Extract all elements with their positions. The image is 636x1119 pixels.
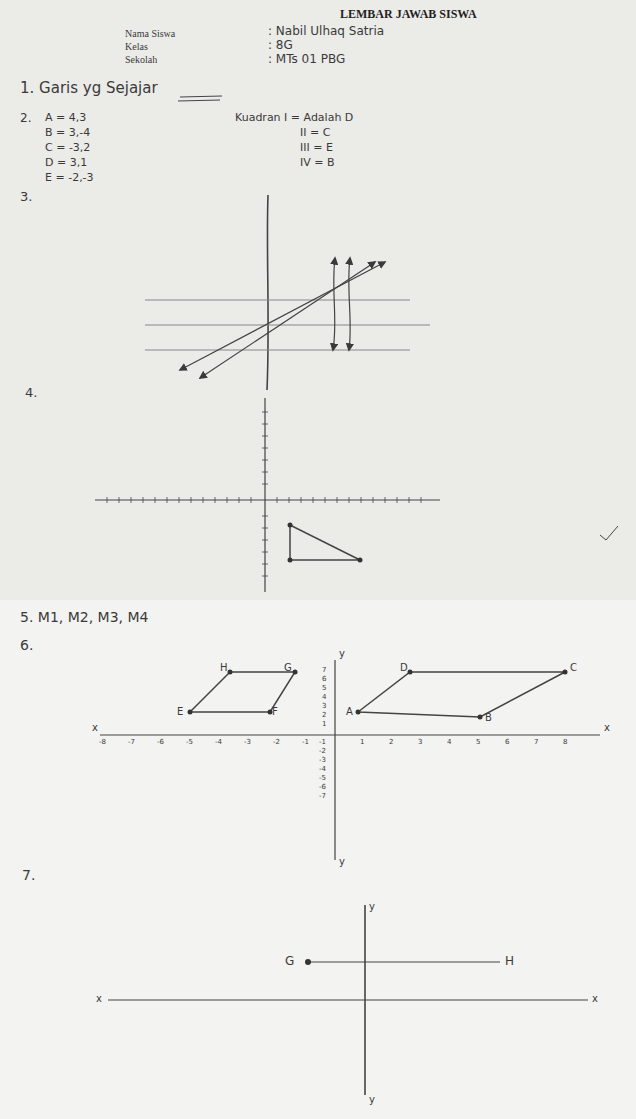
answer-text: D = 3,1 [45,157,87,169]
point-label: H [220,662,228,673]
point-label: C [570,662,577,673]
point-label: B [485,712,492,723]
tick-number: -8 [99,739,106,747]
tick-number: 1 [322,721,326,729]
sheet-title: LEMBAR JAWAB SISWA [340,8,477,21]
answer-text: Kuadran I = Adalah D [235,112,353,124]
axis-label: x [604,722,610,733]
tick-number: 6 [322,676,326,684]
tick-number: -3 [244,739,251,747]
tick-number: -2 [319,748,326,756]
tick-number: 2 [389,739,393,747]
axis-label: x [592,993,598,1004]
point-label: G [285,955,294,968]
answer-text: III = E [300,142,333,154]
point-label: H [505,955,514,968]
tick-number: -6 [157,739,164,747]
field-value: : 8G [268,39,293,52]
tick-number: -4 [215,739,222,747]
tick-number: 3 [322,703,326,711]
tick-number: 7 [322,667,326,675]
point-label: G [284,662,292,673]
tick-number: -4 [319,766,326,774]
point-label: F [272,706,278,717]
axis-label: x [96,993,102,1004]
answer-text: II = C [300,127,330,139]
point-label: A [346,706,353,717]
tick-number: -5 [186,739,193,747]
question-number: 7. [22,868,35,883]
tick-number: -5 [319,775,326,783]
tick-number: 5 [476,739,480,747]
tick-number: -7 [128,739,135,747]
question-number: 6. [20,638,33,653]
tick-number: 4 [322,694,326,702]
field-name: Nama Siswa [125,28,175,39]
answer-text: E = -2,-3 [45,172,94,184]
answer-text: C = -3,2 [45,142,90,154]
axis-label: y [369,901,375,912]
tick-number: 2 [322,712,326,720]
point-label: E [177,706,183,717]
answer-text: A = 4,3 [45,112,86,124]
tick-number: -6 [319,784,326,792]
tick-number: 4 [447,739,451,747]
tick-number: 3 [418,739,422,747]
axis-label: x [92,722,98,733]
field-name: Sekolah [125,54,157,65]
tick-number: 8 [563,739,567,747]
axis-label: y [369,1094,375,1105]
axis-label: y [339,648,345,659]
point-label: D [400,662,408,673]
axis-label: y [339,856,345,867]
question-number: 2. [20,112,31,125]
tick-number: -1 [319,739,326,747]
tick-number: 1 [360,739,364,747]
tick-number: 6 [505,739,509,747]
question-number: 3. [20,190,32,204]
tick-number: -2 [273,739,280,747]
tick-number: -1 [302,739,309,747]
answer-text: 5. M1, M2, M3, M4 [20,610,148,625]
field-value: : Nabil Ulhaq Satria [268,25,384,38]
tick-number: 5 [322,685,326,693]
field-value: : MTs 01 PBG [268,53,345,66]
field-name: Kelas [125,41,148,52]
answer-text: 1. Garis yg Sejajar [20,80,158,97]
answer-text: B = 3,-4 [45,127,90,139]
answer-text: IV = B [300,157,335,169]
tick-number: -7 [319,793,326,801]
tick-number: 7 [534,739,538,747]
question-number: 4. [25,386,37,400]
tick-number: -3 [319,757,326,765]
